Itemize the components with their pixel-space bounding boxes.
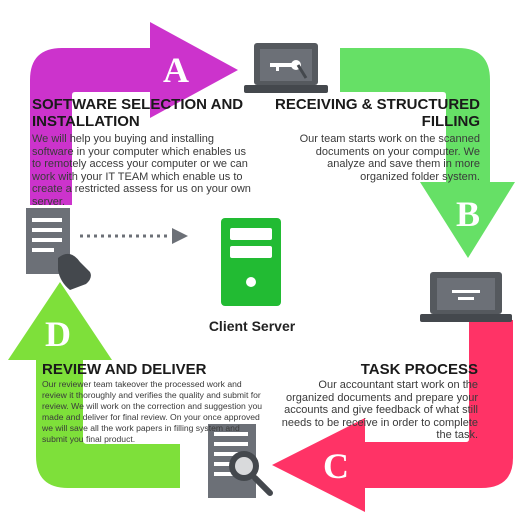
step-d-title: REVIEW AND DELIVER [42,361,207,378]
step-c-title: TASK PROCESS [360,361,478,378]
document-hand-icon [26,208,91,290]
arrow-a [30,22,238,205]
letter-b: B [456,194,480,234]
dotted-arrow [80,228,188,244]
laptop-icon [420,272,512,322]
laptop-key-icon [244,43,328,93]
document-search-icon [208,424,273,498]
letter-a: A [163,50,189,90]
arrow-c [272,320,513,512]
step-c-body: Our accountant start work on the organiz… [281,379,478,442]
client-server-label: Client Server [208,318,296,334]
step-a-body: We will help you buying and installing s… [32,133,251,208]
arrow-b [340,48,515,258]
arrow-d [8,282,180,488]
step-a-title: SOFTWARE SELECTION AND INSTALLATION [32,96,244,130]
step-d-body: Our reviewer team takeover the processed… [42,379,263,444]
letter-d: D [45,314,71,354]
server-icon [221,218,281,306]
step-b-body: Our team starts work on the scanned docu… [299,133,480,183]
step-b-title: RECEIVING & STRUCTURED FILLING [274,96,480,130]
letter-c: C [323,446,349,486]
